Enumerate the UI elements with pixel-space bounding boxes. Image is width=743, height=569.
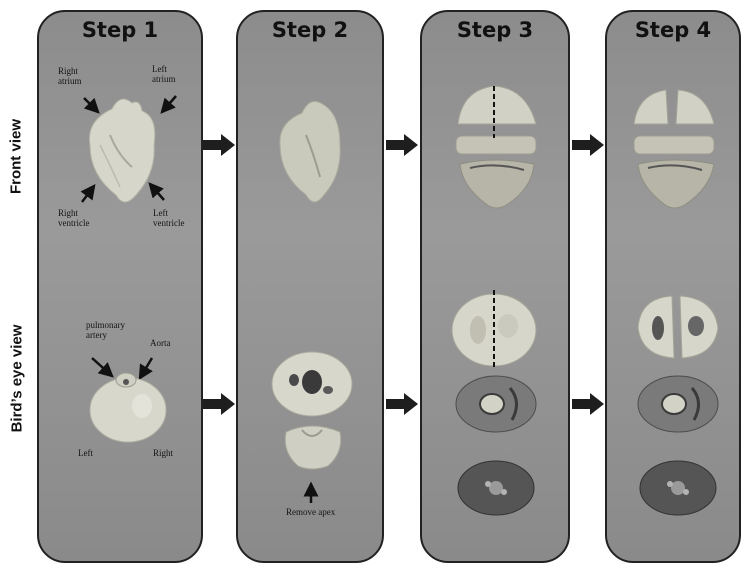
step3-birdseye-slice-bottom — [454, 458, 540, 518]
label-remove-apex: Remove apex — [286, 507, 335, 517]
step3-birdseye-slice-mid — [452, 374, 542, 434]
step4-front-pieces — [628, 80, 728, 220]
step2-front-heart — [270, 95, 360, 215]
label-left: Left — [78, 448, 93, 458]
label-right: Right — [153, 448, 173, 458]
step4-birdseye-halves — [630, 292, 726, 362]
label-aorta: Aorta — [150, 338, 171, 348]
step4-birdseye-slice-bottom — [636, 458, 722, 518]
step2-apex-piece — [280, 422, 346, 472]
step1-birdseye-heart — [86, 366, 178, 446]
step4-birdseye-slice-mid — [634, 374, 724, 434]
step3-birdseye-slice-top — [448, 288, 544, 368]
step2-birdseye-slice — [268, 350, 358, 420]
step3-front-sliced-heart — [448, 80, 548, 220]
